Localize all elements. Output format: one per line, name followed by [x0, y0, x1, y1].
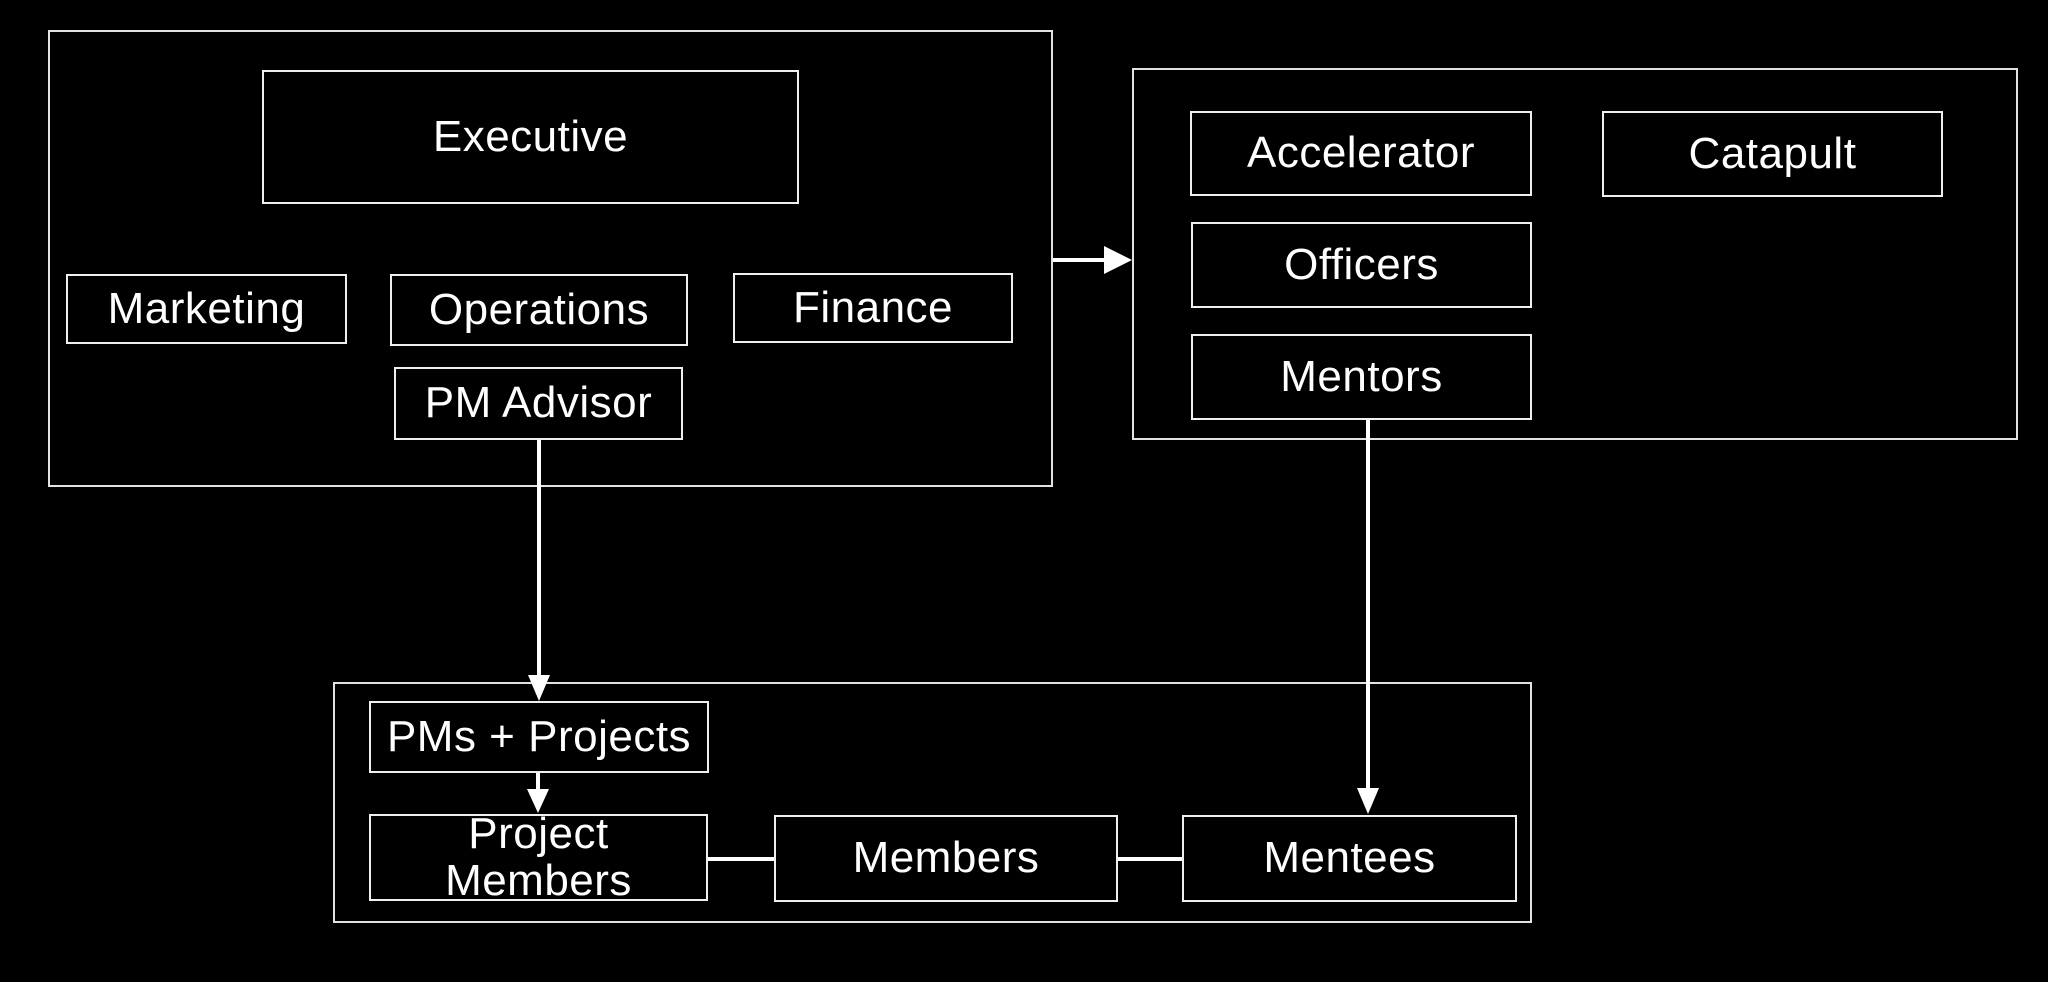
node-operations: Operations: [390, 274, 688, 346]
node-officers-label: Officers: [1284, 239, 1439, 289]
node-operations-label: Operations: [428, 284, 650, 334]
node-executive-label: Executive: [432, 111, 629, 161]
group-programs: [1132, 68, 2018, 440]
node-finance-label: Finance: [792, 282, 954, 332]
node-marketing: Marketing: [66, 274, 347, 344]
node-mentees: Mentees: [1182, 815, 1517, 902]
group-members: [333, 682, 1532, 923]
node-pm-advisor: PM Advisor: [394, 367, 683, 440]
node-accelerator-label: Accelerator: [1246, 128, 1476, 178]
node-officers: Officers: [1191, 222, 1532, 308]
node-mentors: Mentors: [1191, 334, 1532, 420]
node-catapult: Catapult: [1602, 111, 1943, 197]
node-pms-projects-label: PMs + Projects: [386, 711, 692, 761]
arrowhead-right-icon: [1104, 246, 1132, 274]
node-members: Members: [774, 815, 1118, 902]
node-mentees-label: Mentees: [1263, 833, 1436, 883]
node-marketing-label: Marketing: [107, 283, 306, 333]
node-project-members: Project Members: [369, 809, 708, 905]
node-mentors-label: Mentors: [1280, 351, 1443, 401]
node-members-label: Members: [852, 833, 1040, 883]
node-accelerator: Accelerator: [1190, 111, 1532, 196]
node-pm-advisor-label: PM Advisor: [424, 378, 653, 428]
node-finance: Finance: [733, 273, 1013, 343]
node-pms-projects: PMs + Projects: [369, 701, 709, 773]
group-executive-departments: [48, 30, 1053, 487]
node-catapult-label: Catapult: [1688, 128, 1857, 178]
node-executive: Executive: [262, 70, 799, 204]
node-project-members-label: Project Members: [445, 809, 632, 905]
